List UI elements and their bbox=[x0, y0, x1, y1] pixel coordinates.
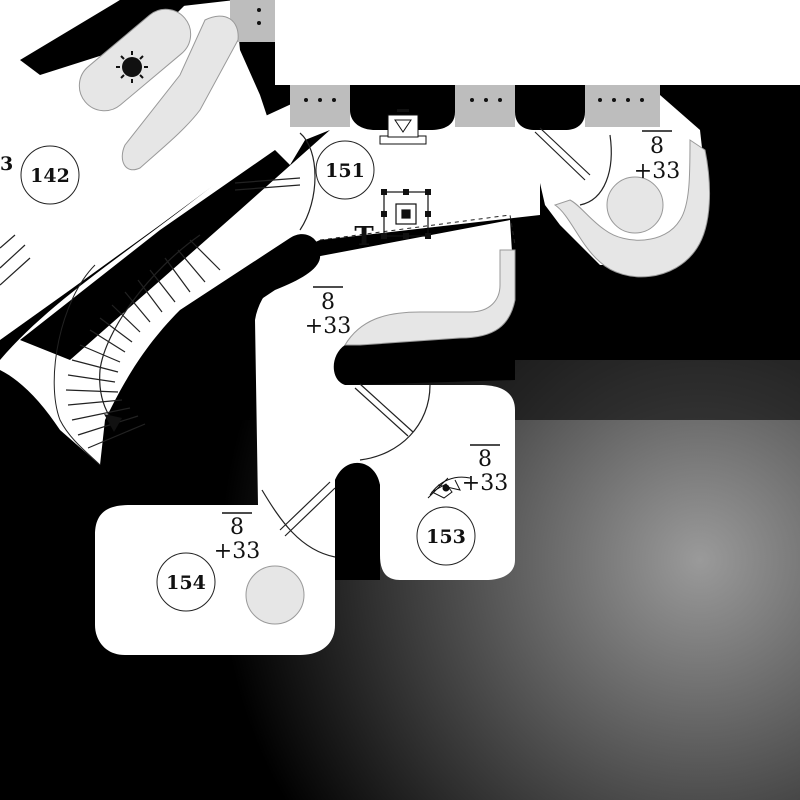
elevation-room-154: 8 +33 bbox=[214, 512, 260, 564]
trap-grid-icon bbox=[381, 189, 431, 239]
gray-wall-segment-1 bbox=[290, 85, 350, 127]
wall-dots bbox=[257, 8, 644, 102]
elevation-floor: +33 bbox=[305, 314, 351, 339]
wall-tooth-upper bbox=[333, 300, 515, 385]
elevation-ceiling: 8 bbox=[230, 515, 244, 540]
elevation-ceiling: 8 bbox=[321, 290, 335, 315]
partial-room-number: 3 bbox=[0, 153, 13, 175]
elevation-room-153: 8 +33 bbox=[462, 444, 508, 496]
wall-between-halls bbox=[20, 130, 330, 360]
wall-left-pillar bbox=[100, 234, 321, 465]
floor-stairs bbox=[0, 140, 320, 465]
door-153 bbox=[354, 383, 431, 461]
room-number-142[interactable]: 142 bbox=[30, 165, 70, 187]
gray-wall-segment-3 bbox=[585, 85, 660, 127]
gray-wall-segment-2 bbox=[455, 85, 515, 127]
marble-pillar-upper-right bbox=[606, 176, 664, 234]
doors bbox=[234, 127, 612, 558]
stair-arrow-icon bbox=[104, 414, 122, 432]
elevation-floor: +33 bbox=[214, 539, 260, 564]
altar-icon bbox=[379, 109, 427, 145]
marble-pillar-154 bbox=[245, 565, 305, 625]
creature-icon bbox=[427, 476, 471, 499]
elevation-ceiling: 8 bbox=[478, 447, 492, 472]
staircase bbox=[0, 234, 221, 466]
elevation-floor: +33 bbox=[462, 471, 508, 496]
marble-passage-edge bbox=[344, 249, 516, 346]
elevation-floor: +33 bbox=[634, 159, 680, 184]
door-upper-right bbox=[534, 127, 612, 206]
elevation-ceiling: 8 bbox=[650, 134, 664, 159]
dark-arch-right bbox=[515, 85, 585, 130]
secret-door-dashed bbox=[319, 214, 516, 246]
door-154 bbox=[261, 481, 336, 558]
room-circles bbox=[20, 140, 476, 612]
door-142-151 bbox=[234, 132, 316, 231]
room-number-151[interactable]: 151 bbox=[325, 160, 365, 182]
room-number-153[interactable]: 153 bbox=[426, 526, 466, 548]
marble-lobe-right bbox=[553, 139, 710, 278]
elevation-upper-right: 8 +33 bbox=[634, 130, 680, 184]
room-number-154[interactable]: 154 bbox=[166, 572, 206, 594]
marble-curved-wall-left bbox=[121, 15, 239, 171]
dark-arch-left bbox=[350, 85, 455, 130]
trap-letter: T bbox=[354, 222, 374, 252]
elevation-central-passage: 8 +33 bbox=[305, 286, 351, 339]
wall-tooth-lower bbox=[335, 462, 380, 580]
floor-upper-right bbox=[520, 95, 705, 265]
top-blank-area bbox=[275, 0, 800, 85]
sun-icon bbox=[116, 51, 148, 83]
